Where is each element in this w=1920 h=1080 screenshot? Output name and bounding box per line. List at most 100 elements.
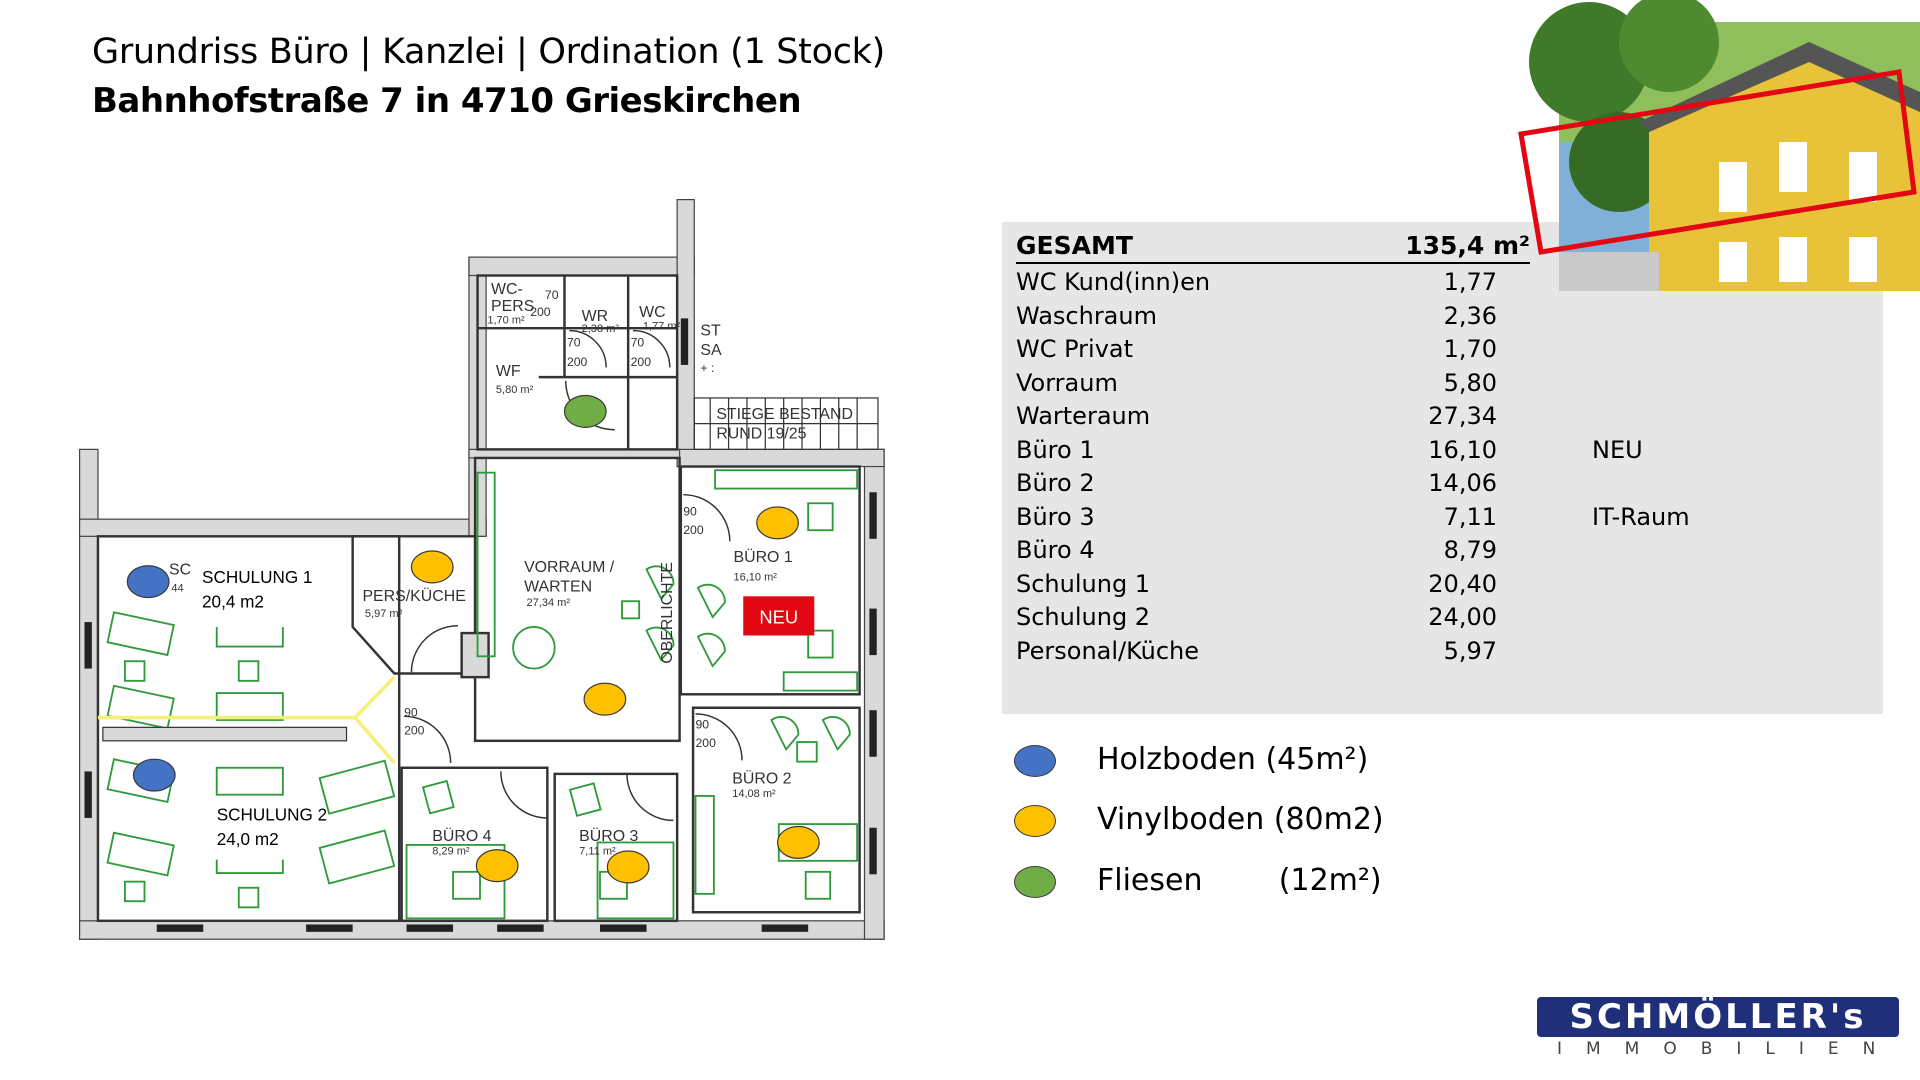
label-wcpers: WC- [491, 281, 523, 298]
table-row: Schulung 1 20,40 [1016, 568, 1536, 602]
room-label: Schulung 1 [1016, 569, 1151, 598]
label-sc-partial: SC [169, 561, 191, 578]
door-height-label: 200 [404, 724, 425, 738]
room-value: 8,79 [1443, 536, 1497, 564]
room-value: 20,40 [1428, 569, 1497, 598]
room-value: 7,11 [1443, 502, 1497, 531]
label-st: ST [700, 323, 721, 340]
area-wr: 2,38 m² [582, 323, 620, 335]
vinylboden-marker [583, 682, 627, 716]
door-width-label: 90 [404, 705, 418, 719]
door-width-label: 70 [567, 336, 581, 350]
table-row: Büro 2 14,06 [1016, 467, 1536, 501]
room-label: Büro 2 [1016, 469, 1095, 497]
table-row: Vorraum 5,80 [1016, 367, 1536, 401]
room-value: 24,00 [1428, 603, 1497, 631]
page-title: Grundriss Büro | Kanzlei | Ordination (1… [92, 32, 885, 72]
vinylboden-marker [606, 850, 650, 884]
room-value: 5,80 [1443, 368, 1497, 397]
table-row: Büro 3 7,11 IT-Raum [1016, 501, 1690, 535]
label-plus: + : [700, 361, 714, 375]
door-height-label: 200 [683, 523, 704, 537]
room-label: Vorraum [1016, 368, 1118, 397]
area-wcpers: 1,70 m² [487, 314, 525, 326]
vinylboden-marker [410, 550, 454, 584]
room-label: Personal/Küche [1016, 636, 1200, 665]
label-schulung2: SCHULUNG 2 [217, 804, 327, 824]
blue-dot-icon [1014, 745, 1056, 777]
area-buero1: 16,10 m² [733, 571, 777, 583]
door-width-label: 90 [683, 505, 697, 519]
door-width-label: 90 [696, 718, 710, 732]
vinylboden-marker [475, 849, 519, 883]
door-width-label: 70 [631, 336, 645, 350]
door-height-label: 200 [567, 355, 588, 369]
label-vorraum: VORRAUM / [524, 559, 615, 576]
windows [84, 318, 877, 932]
room-value: 5,97 [1443, 636, 1497, 665]
area-schulung2: 24,0 m2 [217, 829, 279, 849]
table-total-row: GESAMT 135,4 m² [1016, 230, 1530, 264]
vinylboden-marker [776, 825, 820, 859]
holzboden-marker [132, 758, 176, 792]
label-oberlichte: OBERLICHTE [659, 562, 676, 664]
orange-dot-icon [1014, 805, 1056, 837]
area-wc: 1,77 m² [643, 320, 681, 332]
table-row: Schulung 2 24,00 [1016, 601, 1536, 635]
interior-walls [96, 274, 861, 923]
room-label: Schulung 2 [1016, 603, 1151, 631]
green-dot-icon [1014, 866, 1056, 898]
door-labels: 90 200 90 200 90 200 70 200 70 200 70 20… [404, 288, 716, 750]
label-buero1: BÜRO 1 [733, 548, 792, 566]
label-sa: SA [700, 342, 722, 359]
partition-wall [102, 726, 348, 742]
label-buero4: BÜRO 4 [432, 827, 491, 845]
label-wcpers2: PERS [491, 298, 534, 315]
neu-badge: NEU [743, 596, 815, 636]
logo-subtitle: IMMOBILIEN [1557, 1039, 1900, 1059]
area-buero3: 7,11 m² [579, 846, 616, 858]
legend-label: Fliesen (12m²) [1097, 863, 1382, 898]
door-height-label: 200 [631, 355, 652, 369]
label-wc: WC [639, 304, 666, 321]
area-wf: 5,80 m² [496, 384, 534, 396]
label-stiege: STIEGE BESTAND [716, 406, 853, 423]
legend-label: Holzboden (45m²) [1097, 742, 1369, 777]
legend-label: Vinylboden (80m2) [1097, 802, 1384, 837]
fliesen-marker [563, 394, 607, 428]
area-table-background [1002, 222, 1883, 714]
area-schulung1: 20,4 m2 [202, 591, 264, 611]
logo-name: SCHMÖLLER's [1537, 997, 1899, 1037]
label-pers: PERS/KÜCHE [362, 587, 465, 605]
walls [78, 198, 885, 940]
table-row: Büro 4 8,79 [1016, 534, 1536, 568]
room-labels: SCHULUNG 1 20,4 m2 SCHULUNG 2 24,0 m2 SC… [169, 281, 853, 858]
label-buero2: BÜRO 2 [732, 770, 791, 788]
room-value: 27,34 [1428, 402, 1497, 430]
room-note: IT-Raum [1592, 502, 1690, 531]
stairs [693, 397, 879, 450]
room-value: 14,06 [1428, 469, 1497, 497]
vinylboden-marker [756, 506, 799, 540]
room-label: Büro 4 [1016, 536, 1095, 564]
total-value: 135,4 m² [1405, 231, 1530, 260]
neu-badge-label: NEU [759, 606, 798, 627]
label-buero3: BÜRO 3 [579, 827, 638, 845]
room-value: 1,70 [1443, 335, 1497, 363]
label-wr: WR [582, 308, 609, 325]
door-height-label: 200 [696, 736, 717, 750]
room-label: Warteraum [1016, 402, 1151, 430]
area-pers: 5,97 m² [365, 608, 403, 620]
door-width-label: 70 [545, 288, 559, 302]
area-buero4: 8,29 m² [432, 846, 470, 858]
area-buero2: 14,08 m² [732, 788, 776, 800]
holzboden-marker [126, 565, 170, 599]
room-label: Waschraum [1016, 301, 1157, 330]
room-label: Büro 3 [1016, 502, 1095, 531]
